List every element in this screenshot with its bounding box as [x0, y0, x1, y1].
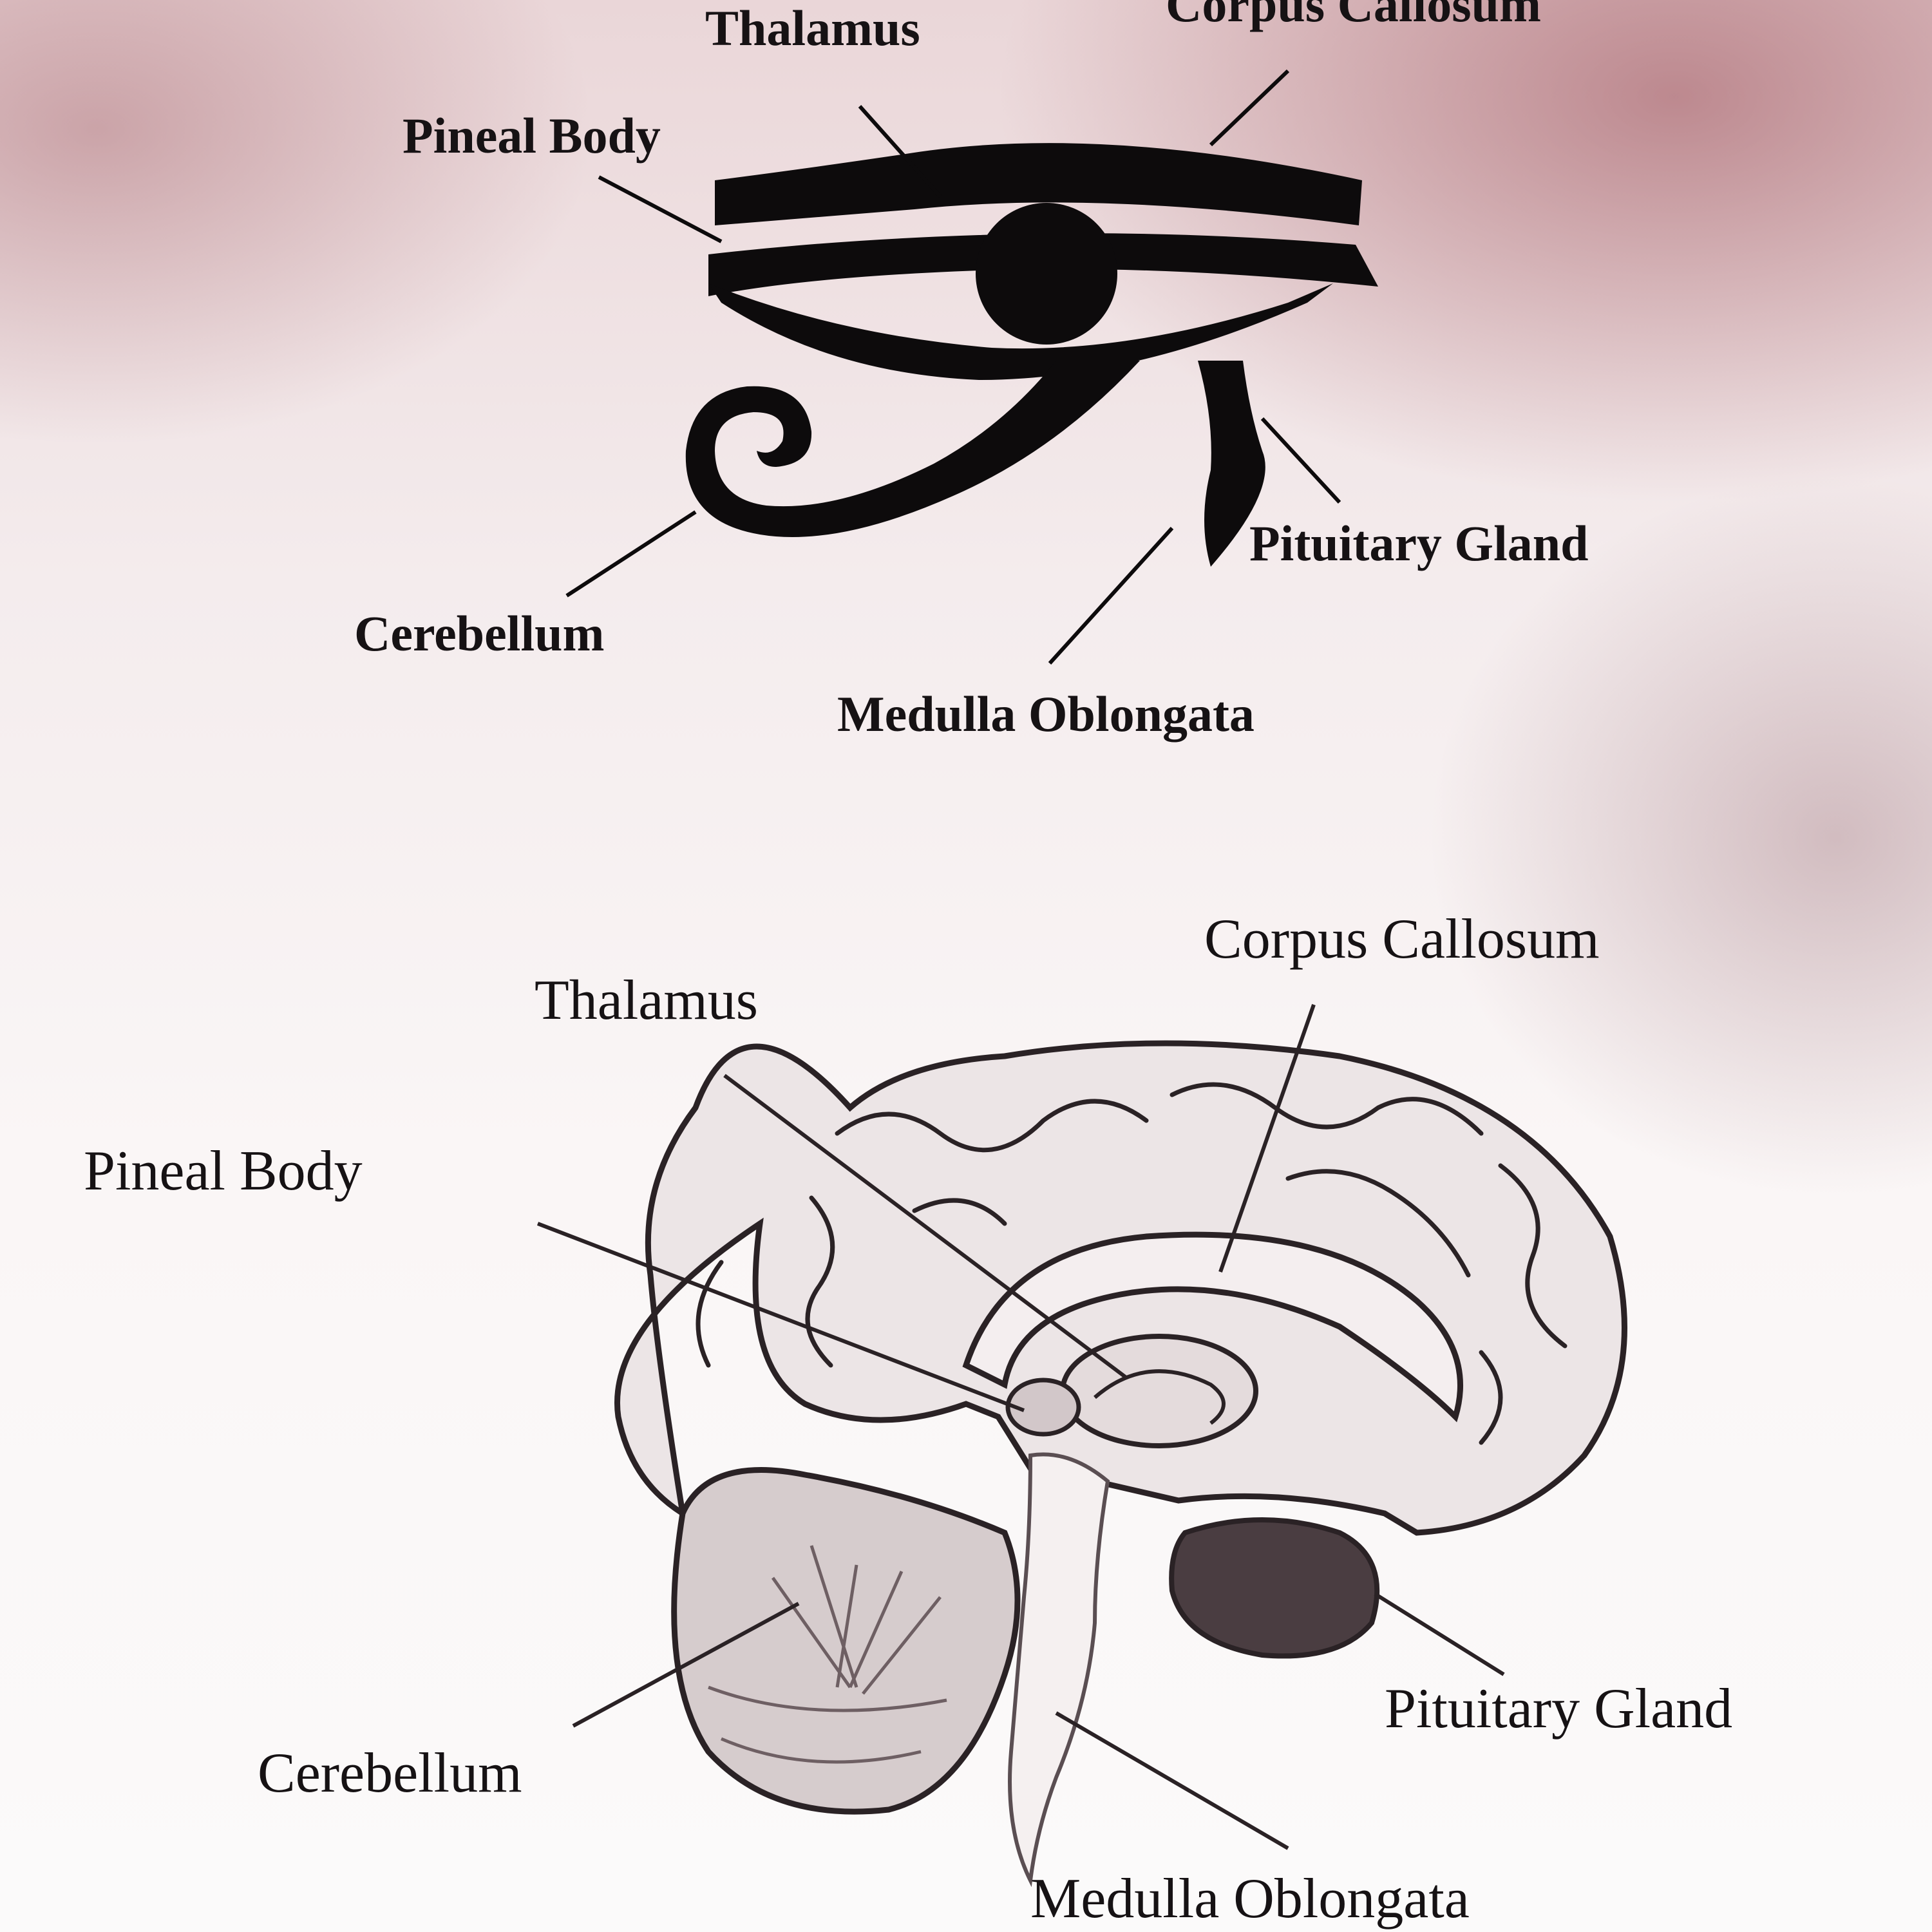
brain-gyrus-fold: [912, 1198, 1007, 1226]
brain-label-thalamus: Thalamus: [535, 969, 759, 1032]
eye-leader-pituitary-gland: [1260, 417, 1341, 504]
eye-label-medulla-oblongata: Medulla Oblongata: [837, 686, 1255, 742]
eye-leader-pineal-body: [598, 175, 723, 243]
brain-leader-cerebellum: [572, 1602, 800, 1728]
brain-corpus-callosum: [962, 1231, 1463, 1423]
brain-gyrus-fold: [1479, 1350, 1503, 1445]
eye-leader-cerebellum: [565, 510, 697, 598]
brain-cerebellum-folia: [708, 1685, 947, 1712]
brain-gyrus-fold: [1285, 1169, 1471, 1278]
eye-label-pineal-body: Pineal Body: [402, 108, 661, 164]
brain-gyrus-fold: [696, 1260, 724, 1368]
eye-lower-lid: [708, 283, 1333, 380]
eye-label-cerebellum: Cerebellum: [354, 605, 605, 661]
brain-leader-thalamus: [723, 1074, 1128, 1380]
brain-gyrus-fold: [805, 1195, 835, 1368]
brain-leader-pineal-body: [536, 1222, 1025, 1412]
eye-of-horus-graphic: [565, 69, 1378, 665]
eye-label-pituitary-gland: Pituitary Gland: [1249, 515, 1589, 571]
eye-eyebrow: [715, 143, 1362, 225]
eye-leader-corpus-callosum: [1209, 69, 1290, 147]
eye-spiral-tail: [685, 361, 1140, 537]
brain-label-medulla-oblongata: Medulla Oblongata: [1030, 1868, 1470, 1930]
eye-label-corpus-callosum: Corpus Callosum: [1166, 0, 1541, 32]
brain-cerebellum-folia: [721, 1737, 922, 1764]
eye-pupil: [976, 203, 1117, 345]
brain-label-cerebellum: Cerebellum: [258, 1742, 522, 1804]
brain-thalamus-inner: [1094, 1369, 1226, 1425]
brain-gyrus-fold: [1170, 1082, 1484, 1136]
brain-medulla-oblongata: [1008, 1452, 1110, 1888]
brain-gyrus-fold: [835, 1099, 1149, 1153]
brain-label-pineal-body: Pineal Body: [84, 1140, 363, 1202]
brain-label-corpus-callosum: Corpus Callosum: [1204, 908, 1600, 971]
brain-leader-pituitary-gland: [1374, 1592, 1505, 1676]
eye-leader-medulla-oblongata: [1048, 526, 1174, 665]
eye-leader-thalamus: [858, 105, 942, 198]
brain-pineal-body: [1005, 1378, 1081, 1437]
brain-leader-medulla-oblongata: [1055, 1711, 1289, 1850]
brain-label-pituitary-gland: Pituitary Gland: [1385, 1678, 1733, 1740]
brain-cerebellum-folia: [771, 1545, 942, 1695]
eye-teardrop-tail: [1198, 361, 1265, 567]
brain-gyrus-fold: [1498, 1163, 1567, 1349]
brain-leader-corpus-callosum: [1218, 1004, 1316, 1273]
brain-pituitary-gland: [1169, 1517, 1380, 1659]
eye-label-thalamus: Thalamus: [705, 0, 920, 56]
